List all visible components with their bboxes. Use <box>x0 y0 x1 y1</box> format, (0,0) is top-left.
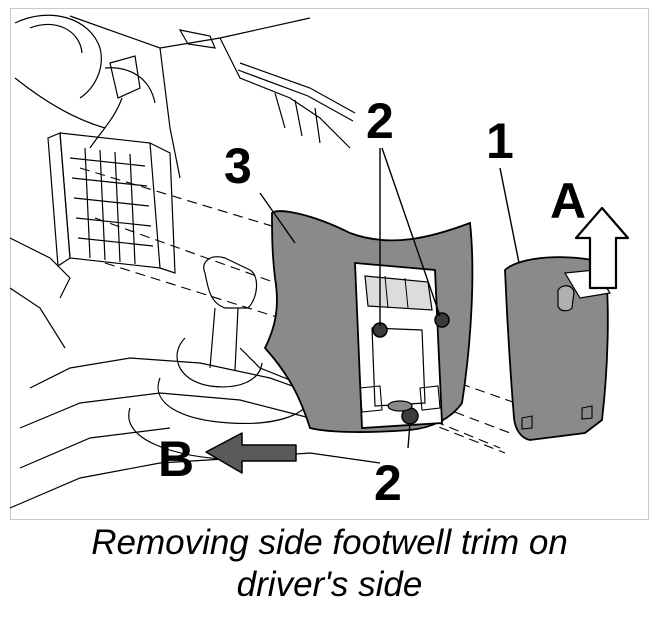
cover-panel <box>504 256 612 441</box>
caption-line-1: Removing side footwell trim on <box>91 523 568 562</box>
figure-caption: Removing side footwell trim on driver's … <box>0 522 659 606</box>
screws <box>372 312 450 425</box>
callout-part-2-top: 2 <box>366 93 394 149</box>
arrow-b-icon <box>205 432 297 474</box>
callout-part-1: 1 <box>486 113 514 169</box>
leader-lines <box>259 147 521 449</box>
callout-part-2-bottom: 2 <box>374 455 402 511</box>
fuse-box <box>47 132 176 274</box>
callout-part-3: 3 <box>224 138 252 194</box>
screw-icon <box>434 312 450 328</box>
arrow-a-icon <box>574 206 630 290</box>
cover-panel-shape <box>504 256 609 441</box>
dashboard-line-art <box>10 14 381 509</box>
side-trim-panel <box>263 210 474 433</box>
callout-arrow-a: A <box>550 173 586 229</box>
caption-line-2: driver's side <box>236 565 423 604</box>
callout-arrow-b: B <box>158 431 194 487</box>
technical-diagram: 1 2 2 3 A B <box>10 14 630 511</box>
